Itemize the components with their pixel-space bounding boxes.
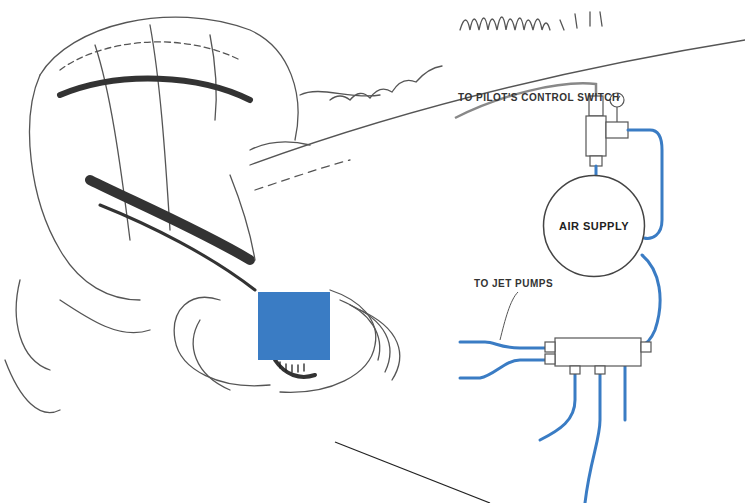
leader-line (335, 442, 490, 503)
pilot-sketch (5, 12, 745, 413)
tank-label: AIR SUPPLY (559, 220, 629, 232)
tank-circle: AIR SUPPLY (542, 174, 646, 278)
air-pipe (460, 130, 662, 503)
highlight-block (258, 292, 330, 360)
valve-symbol (586, 93, 628, 166)
manifold-block (545, 338, 651, 374)
pipe-label: TO PILOT'S CONTROL SWITCH (458, 92, 620, 103)
leader-line (500, 292, 518, 340)
pipe-label: TO JET PUMPS (474, 278, 553, 289)
